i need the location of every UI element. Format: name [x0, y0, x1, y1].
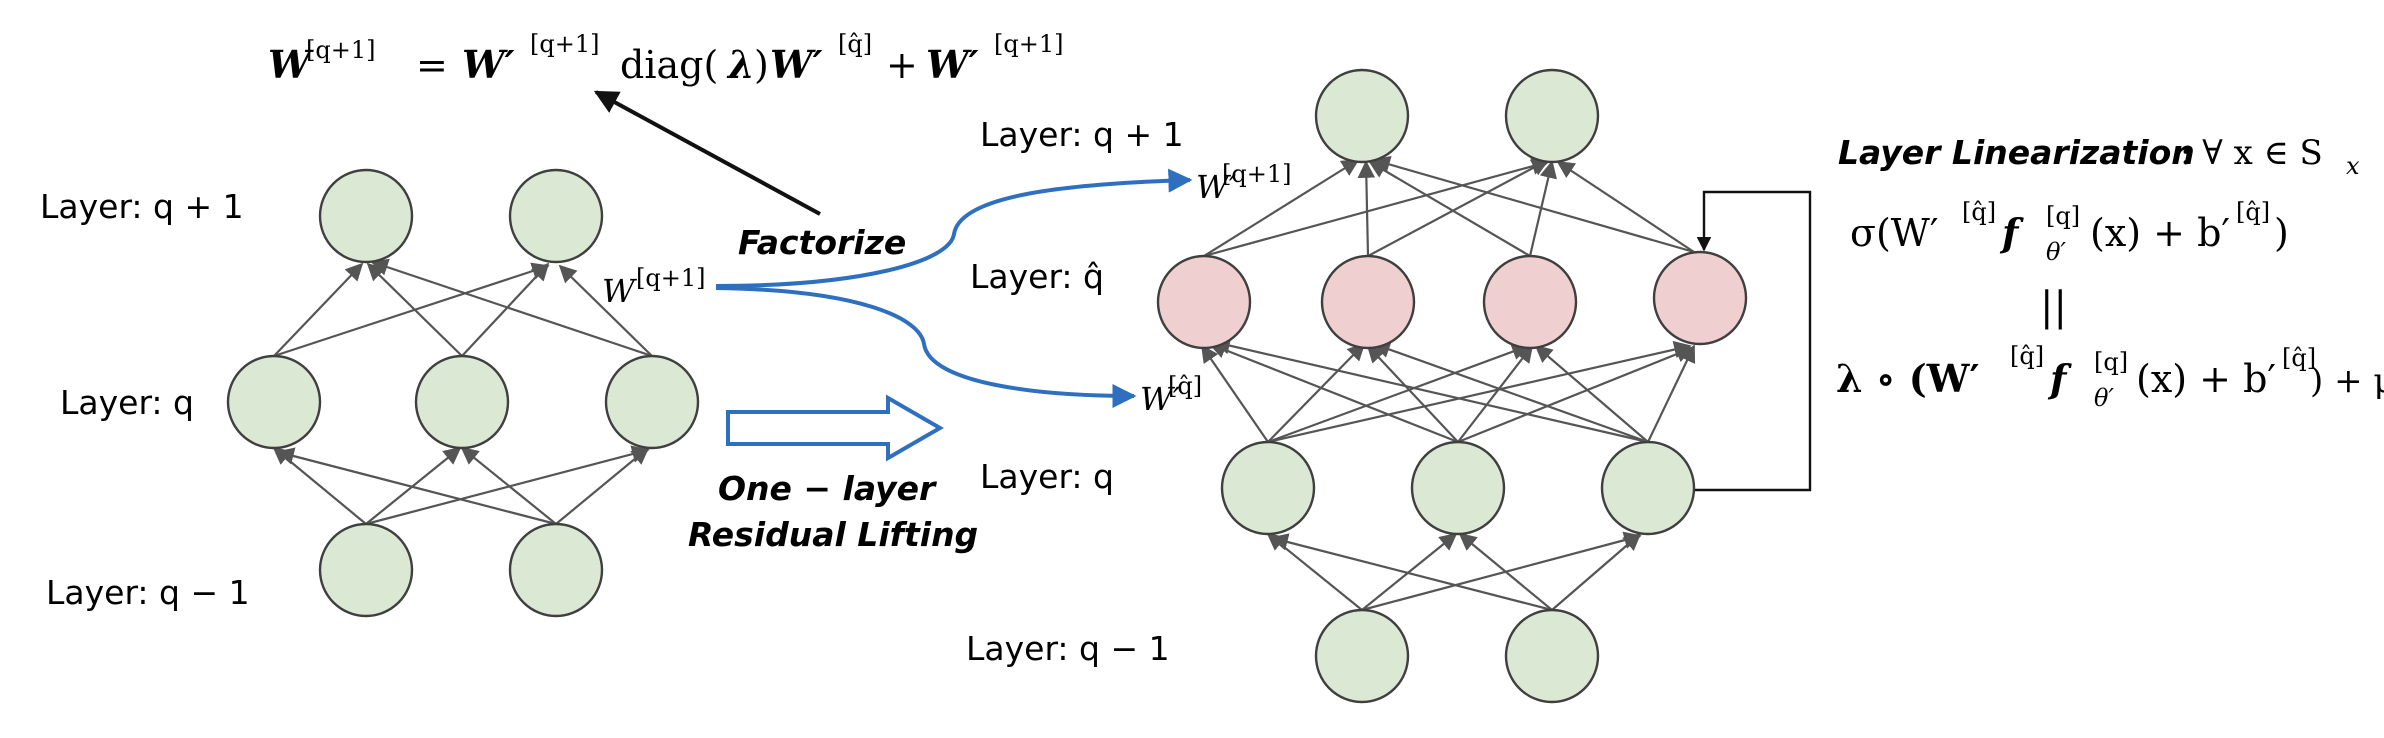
left-node-mid-1 — [226, 354, 322, 450]
formula-plus: + — [886, 43, 918, 87]
formula-w2: W′ — [770, 42, 823, 87]
factorize-arrow — [593, 90, 821, 216]
factorization-formula: W [q+1] = W′ [q+1] diag( λ ) W′ [q̂] + W… — [268, 30, 1063, 87]
right-node-mid-1 — [1220, 440, 1316, 536]
right-node-mid-2 — [1410, 440, 1506, 536]
formula-w3-sup: [q+1] — [994, 30, 1063, 58]
left-node-bot-2 — [508, 522, 604, 618]
lin-line2-rest: (x) + b′ — [2136, 357, 2276, 401]
left-edges-lower — [272, 445, 650, 526]
lin-equals-bars: || — [2040, 284, 2067, 330]
right-node-top-1 — [1314, 68, 1410, 164]
right-node-mid-3 — [1600, 440, 1696, 536]
formula-diag-close: ) — [754, 43, 769, 87]
right-edges-bottom — [1266, 531, 1642, 612]
formula-w3: W′ — [926, 42, 979, 87]
lin-line1-f-sup: [q] — [2046, 202, 2080, 230]
right-label-top: Layer: q + 1 — [980, 115, 1184, 154]
right-label-hat: Layer: q̂ — [970, 257, 1104, 296]
formula-w1: W′ — [462, 42, 515, 87]
lin-line2-close: ) + μ — [2310, 361, 2384, 401]
linearization-block: Layer Linearization : ∀ x ∈ S x σ(W′ [q̂… — [1836, 133, 2384, 412]
factorize-label: Factorize — [738, 223, 906, 262]
lin-line1-f-sub: θ′ — [2046, 238, 2066, 266]
lin-line1-f: f — [1999, 210, 2024, 255]
right-edges-middle — [1201, 336, 1696, 444]
right-node-hat-3 — [1482, 254, 1578, 350]
lin-line1-close: ) — [2274, 211, 2289, 255]
right-weight-hat: W′ — [1140, 380, 1181, 418]
lin-line1-rest: (x) + b′ — [2090, 211, 2230, 255]
right-node-hat-4 — [1652, 250, 1748, 346]
residual-skip-connection — [1694, 190, 1812, 492]
formula-equals: = — [416, 43, 448, 87]
right-node-hat-1 — [1156, 254, 1252, 350]
left-label-top: Layer: q + 1 — [40, 187, 244, 226]
linearization-condition: : ∀ x ∈ S — [2180, 133, 2323, 173]
lin-line1-b-sup: [q̂] — [2236, 198, 2270, 226]
right-node-bot-2 — [1504, 608, 1600, 704]
right-weight-top-sup: [q+1] — [1222, 160, 1291, 188]
left-weight-label-sup: [q+1] — [636, 264, 705, 292]
lin-line2-lambda: λ ∘ (W′ — [1836, 356, 1979, 401]
left-edges-upper — [273, 258, 653, 358]
left-node-mid-2 — [414, 354, 510, 450]
lin-line2-f-sup: [q] — [2094, 348, 2128, 376]
right-node-bot-1 — [1314, 608, 1410, 704]
lin-line2-sup: [q̂] — [2010, 342, 2044, 370]
right-node-top-2 — [1504, 68, 1600, 164]
right-edges-top — [1203, 155, 1695, 258]
lin-line1-sup: [q̂] — [1962, 198, 1996, 226]
lifting-arrow — [726, 394, 945, 462]
right-weight-top: W′ — [1196, 168, 1237, 206]
formula-diag: diag( — [620, 43, 718, 87]
lin-line2-b-sup: [q̂] — [2282, 344, 2316, 372]
left-network: Layer: q + 1 Layer: q Layer: q − 1 W — [40, 168, 705, 618]
left-node-top-1 — [318, 168, 414, 264]
right-network: Layer: q + 1 Layer: q̂ Layer: q Layer: q… — [966, 68, 1812, 704]
lin-line1-sigma: σ(W′ — [1850, 211, 1938, 255]
left-node-top-2 — [508, 168, 604, 264]
left-weight-label: W — [602, 272, 638, 310]
linearization-title: Layer Linearization — [1838, 133, 2195, 172]
formula-w1-sup: [q+1] — [530, 30, 599, 58]
right-label-mid: Layer: q — [980, 457, 1114, 496]
left-label-mid: Layer: q — [60, 383, 194, 422]
right-label-bot: Layer: q − 1 — [966, 629, 1170, 668]
left-node-bot-1 — [318, 522, 414, 618]
lin-line2-f-sub: θ′ — [2094, 384, 2114, 412]
lifting-line2: Residual Lifting — [688, 515, 978, 554]
right-weight-hat-sup: [q̂] — [1168, 372, 1202, 400]
formula-lhs: W — [268, 42, 314, 87]
left-node-mid-3 — [604, 354, 700, 450]
formula-lambda: λ — [726, 42, 755, 87]
linearization-condition-sub: x — [2346, 152, 2360, 180]
lin-line2-f: f — [2047, 356, 2072, 401]
left-label-bot: Layer: q − 1 — [46, 573, 250, 612]
right-node-hat-2 — [1320, 254, 1416, 350]
curve-to-top-weight — [715, 168, 1193, 288]
lifting-line1: One − layer — [718, 469, 937, 508]
formula-lhs-sup: [q+1] — [306, 36, 375, 64]
curve-to-hat-weight — [715, 286, 1137, 408]
formula-w2-sup: [q̂] — [838, 30, 872, 58]
